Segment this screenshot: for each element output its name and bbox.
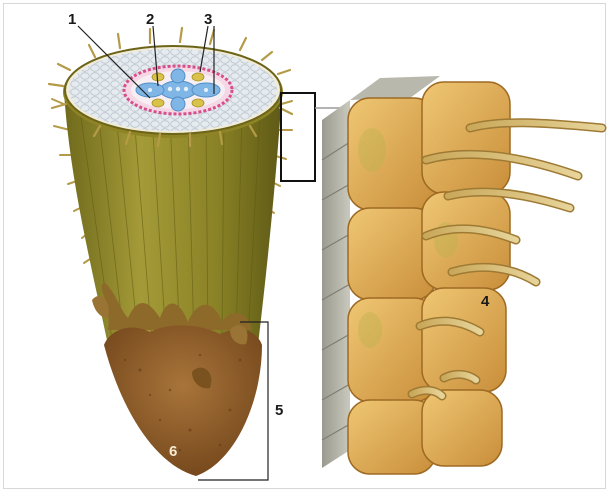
label-4: 4 [481,293,490,310]
cell-side-face [322,100,350,468]
epidermis-enlargement [322,76,602,474]
label-1: 1 [68,11,76,28]
label-3: 3 [204,11,212,28]
label-5: 5 [275,402,283,419]
root-cone [49,28,292,476]
label-6: 6 [169,443,177,460]
zoom-box [281,93,315,181]
label-2: 2 [146,11,154,28]
